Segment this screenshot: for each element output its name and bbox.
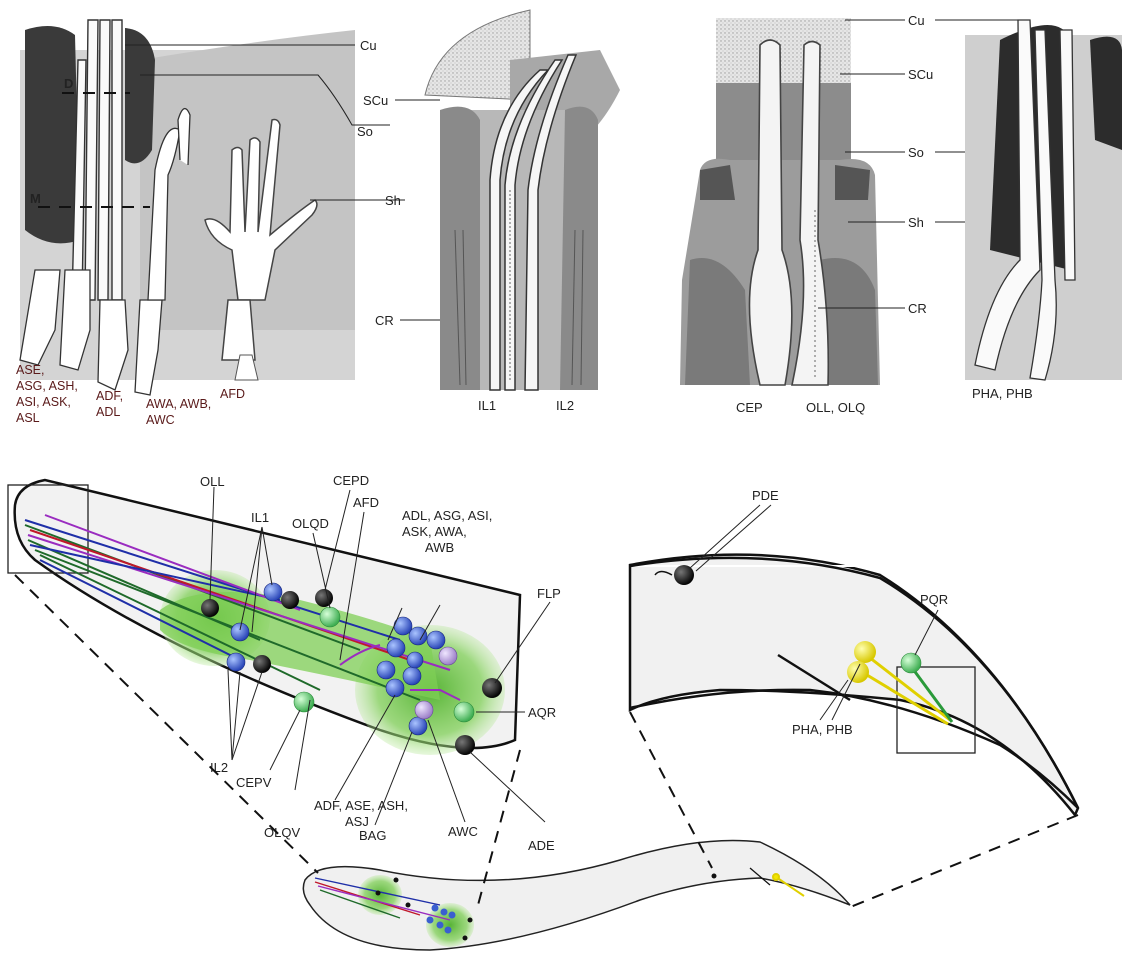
label-il2: IL2 — [556, 398, 574, 413]
label-asl: ASL — [16, 411, 40, 425]
label-ase: ASE, — [16, 363, 45, 377]
label-so-2: So — [908, 145, 924, 160]
label-adl-group-2: ASK, AWA, — [402, 524, 467, 539]
label-cu-2: Cu — [908, 13, 925, 28]
head-panel: OLL IL1 CEPD OLQD AFD ADL, ASG, ASI, ASK… — [8, 473, 561, 853]
il-sheath-left — [440, 107, 480, 390]
label-awa-awb: AWA, AWB, — [146, 397, 211, 411]
label-pde: PDE — [752, 488, 779, 503]
label-adf: ADF, — [96, 389, 123, 403]
label-aqr: AQR — [528, 705, 556, 720]
label-adl-group-3: AWB — [425, 540, 454, 555]
label-m: M — [30, 191, 41, 206]
tail-body-outline — [630, 555, 1078, 815]
label-cu-1: Cu — [360, 38, 377, 53]
label-so-1: So — [357, 124, 373, 139]
label-pqr: PQR — [920, 592, 948, 607]
label-bag: BAG — [359, 828, 386, 843]
label-sh-2: Sh — [908, 215, 924, 230]
label-adf-group-2: ASJ — [345, 814, 369, 829]
label-pha-phb-tail: PHA, PHB — [792, 722, 853, 737]
label-cep: CEP — [736, 400, 763, 415]
label-il2-head: IL2 — [210, 760, 228, 775]
amphid-socket-left — [25, 26, 80, 243]
phasmid-socket-right — [1090, 37, 1122, 150]
label-olqd: OLQD — [292, 516, 329, 531]
label-scu-2: SCu — [908, 67, 933, 82]
inner-labial-panel: IL1 IL2 — [425, 10, 620, 413]
label-oll: OLL — [200, 474, 225, 489]
cep-subcuticle — [716, 83, 851, 163]
label-il1: IL1 — [478, 398, 496, 413]
label-asg-ash: ASG, ASH, — [16, 379, 78, 393]
il-sheath-right — [560, 107, 598, 390]
phb-soma — [847, 661, 869, 683]
label-cr-1: CR — [375, 313, 394, 328]
label-flp: FLP — [537, 586, 561, 601]
label-d: D — [64, 76, 73, 91]
label-il1-head: IL1 — [251, 510, 269, 525]
pde-soma — [674, 565, 694, 585]
phasmid-panel: PHA, PHB — [965, 20, 1122, 401]
label-awc-head: AWC — [448, 824, 478, 839]
tail-panel: PDE PQR PHA, PHB — [630, 488, 1082, 815]
label-afd: AFD — [220, 387, 245, 401]
label-cepv: CEPV — [236, 775, 272, 790]
amphid-panel: D M ASE, ASG, ASH, ASI, ASK, ASL ADF, AD… — [16, 20, 355, 427]
label-oll-olq: OLL, OLQ — [806, 400, 865, 415]
label-adl-group-1: ADL, ASG, ASI, — [402, 508, 492, 523]
pha-soma — [854, 641, 876, 663]
tail-top-mask — [632, 565, 1082, 567]
label-adl: ADL — [96, 405, 120, 419]
amphid-socket-right — [125, 28, 155, 163]
cep-cuticle — [716, 18, 851, 83]
label-adf-group-1: ADF, ASE, ASH, — [314, 798, 408, 813]
cep-socket-right — [835, 165, 870, 200]
label-pha-phb-top: PHA, PHB — [972, 386, 1033, 401]
label-asi-ask: ASI, ASK, — [16, 395, 71, 409]
label-awc: AWC — [146, 413, 175, 427]
cep-socket-left — [700, 165, 735, 200]
label-cr-2: CR — [908, 301, 927, 316]
label-afd-head: AFD — [353, 495, 379, 510]
label-sh-1: Sh — [385, 193, 401, 208]
whole-worm — [303, 840, 850, 950]
label-ade: ADE — [528, 838, 555, 853]
pqr-soma — [901, 653, 921, 673]
label-cepd: CEPD — [333, 473, 369, 488]
label-scu-1: SCu — [363, 93, 388, 108]
label-olqv: OLQV — [264, 825, 300, 840]
